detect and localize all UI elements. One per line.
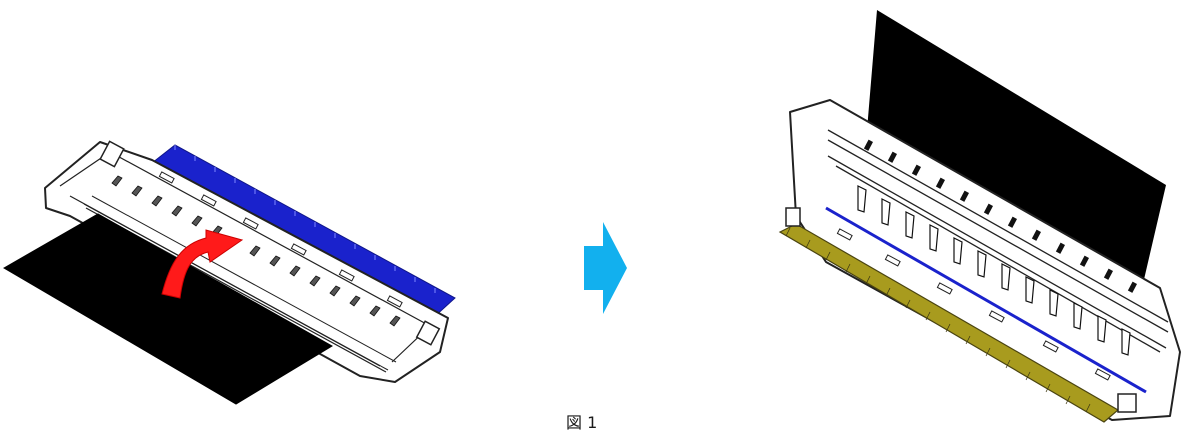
locked-side-posts [785,207,1137,413]
standing-cable [866,10,1166,288]
lock-bar-teeth [174,145,436,293]
locked-contact-blades [857,185,1131,356]
connector-unlocked-illustration [3,140,456,405]
blue-lock-line [825,206,1147,394]
locked-housing-markings [836,228,1111,381]
contact-slots [111,175,401,327]
housing-body [44,141,449,383]
right-arrow-icon [584,222,627,314]
locked-top-teeth [863,139,1137,293]
flat-cable [3,213,333,405]
housing-rail-3 [91,195,397,363]
connector-locked-illustration [778,10,1181,423]
housing-inner-edge [59,151,432,363]
end-latches [99,140,441,346]
housing-markings [158,171,403,308]
pin-row-ticks [785,227,1091,413]
figure-caption: 図 1 [566,413,598,432]
housing-rail-4 [83,203,389,371]
curved-rotate-arrow-icon [161,229,244,299]
